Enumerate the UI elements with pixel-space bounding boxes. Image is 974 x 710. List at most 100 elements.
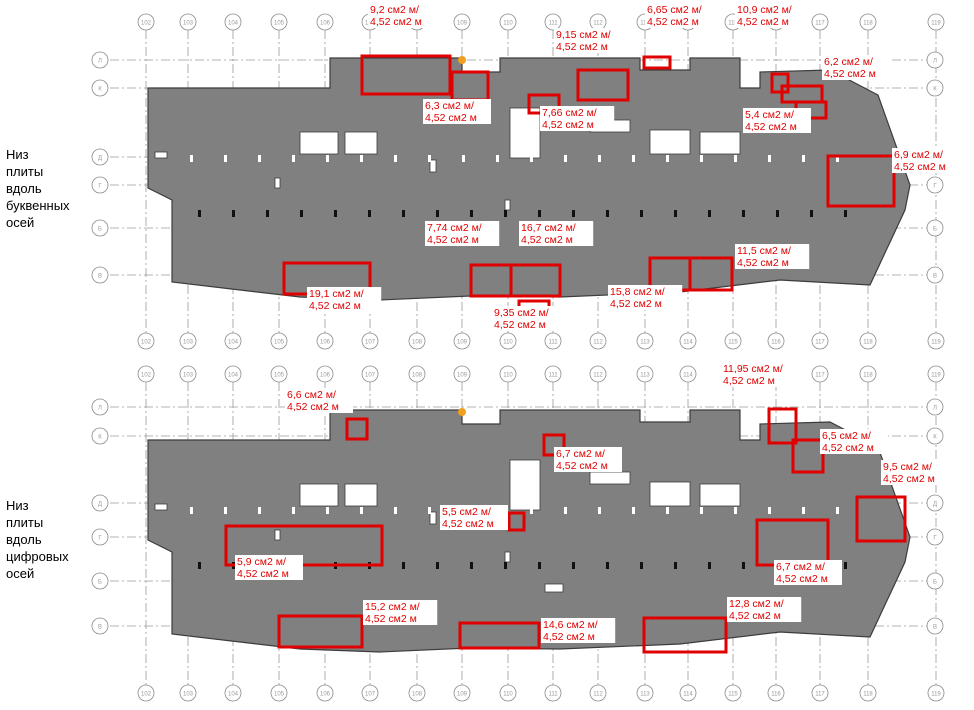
axis-bubble bbox=[811, 332, 829, 350]
annotation-line-1: 5,4 см2 м/ bbox=[745, 109, 794, 121]
axis-bubble bbox=[408, 684, 426, 702]
plan-title-line: осей bbox=[6, 566, 35, 581]
axis-bubble bbox=[91, 398, 109, 416]
annotation-line-1: 9,15 см2 м/ bbox=[556, 29, 611, 41]
reinforcement-zone bbox=[509, 263, 562, 298]
column-void bbox=[326, 155, 329, 162]
annotation-line-1: 11,95 см2 м/ bbox=[723, 363, 783, 375]
axis-bubble-label: 106 bbox=[320, 21, 331, 27]
axis-bubble-label: 117 bbox=[815, 340, 825, 346]
annotation-line-1: 12,8 см2 м/ bbox=[729, 598, 784, 610]
axis-bubble-label: Г bbox=[933, 536, 937, 542]
axis-bubble bbox=[453, 365, 471, 383]
axis-bubble-label: 112 bbox=[593, 340, 603, 346]
plan-title-line: буквенных bbox=[6, 198, 70, 213]
column-mark bbox=[266, 210, 269, 217]
column-void bbox=[564, 155, 567, 162]
column-void bbox=[394, 155, 397, 162]
reinforcement-annotation: 7,66 см2 м/4,52 см2 м bbox=[540, 106, 615, 131]
annotation-line-1: 9,5 см2 м/ bbox=[883, 461, 932, 473]
column-void bbox=[224, 155, 227, 162]
column-void bbox=[734, 155, 737, 162]
axis-bubble bbox=[926, 266, 944, 284]
axis-bubble-label: 105 bbox=[274, 373, 285, 379]
axis-bubble bbox=[499, 365, 517, 383]
axis-bubble-label: 118 bbox=[863, 692, 873, 698]
annotation-line-1: 14,6 см2 м/ bbox=[543, 619, 598, 631]
annotation-line-2: 4,52 см2 м bbox=[556, 41, 608, 53]
axis-bubble-label: 108 bbox=[412, 340, 423, 346]
axis-bubble bbox=[179, 332, 197, 350]
column-mark bbox=[674, 210, 677, 217]
axis-bubble-label: 110 bbox=[503, 21, 513, 27]
axis-bubble bbox=[361, 365, 379, 383]
axis-bubble bbox=[589, 684, 607, 702]
axis-bubble bbox=[408, 365, 426, 383]
annotation-background bbox=[820, 429, 888, 454]
column-void bbox=[496, 155, 499, 162]
column-void bbox=[836, 155, 839, 162]
axis-bubble bbox=[137, 365, 155, 383]
reinforcement-annotation: 5,9 см2 м/4,52 см2 м bbox=[235, 555, 303, 580]
annotation-line-2: 4,52 см2 м bbox=[883, 473, 935, 485]
slab-opening bbox=[154, 151, 168, 159]
annotation-line-1: 11,5 см2 м/ bbox=[737, 245, 791, 257]
axis-bubble bbox=[137, 684, 155, 702]
reinforcement-annotation: 5,4 см2 м/4,52 см2 м bbox=[743, 108, 811, 133]
column-mark bbox=[504, 562, 507, 569]
axis-bubble-label: 105 bbox=[274, 21, 285, 27]
axis-bubble bbox=[91, 51, 109, 69]
axis-bubble-label: 117 bbox=[815, 373, 825, 379]
axis-bubble-label: В bbox=[933, 274, 937, 280]
annotation-line-1: 6,5 см2 м/ bbox=[822, 430, 871, 442]
annotation-line-1: 6,7 см2 м/ bbox=[556, 448, 605, 460]
axis-bubble bbox=[91, 494, 109, 512]
column-void bbox=[394, 507, 397, 514]
annotation-line-1: 7,66 см2 м/ bbox=[542, 107, 597, 119]
column-void bbox=[326, 507, 329, 514]
axis-bubble-label: К bbox=[98, 435, 102, 441]
axis-bubble-label: 115 bbox=[728, 340, 738, 346]
annotation-background bbox=[608, 285, 683, 310]
annotation-line-2: 4,52 см2 м bbox=[365, 613, 417, 625]
axis-bubble bbox=[544, 684, 562, 702]
column-void bbox=[292, 155, 295, 162]
axis-bubble bbox=[679, 684, 697, 702]
axis-bubble bbox=[767, 684, 785, 702]
annotation-line-1: 19,1 см2 м/ bbox=[309, 288, 364, 300]
column-void bbox=[836, 507, 839, 514]
column-void bbox=[700, 155, 703, 162]
axis-bubble-label: 113 bbox=[640, 373, 650, 379]
axis-bubble bbox=[316, 365, 334, 383]
axis-bubble-label: Д bbox=[98, 502, 102, 508]
axis-bubble bbox=[270, 332, 288, 350]
annotation-line-2: 4,52 см2 м bbox=[309, 300, 361, 312]
column-mark bbox=[674, 562, 677, 569]
column-void bbox=[802, 507, 805, 514]
axis-bubble bbox=[926, 51, 944, 69]
slab-opening bbox=[429, 159, 437, 173]
axis-bubble bbox=[926, 219, 944, 237]
column-void bbox=[224, 507, 227, 514]
axis-bubble-label: 103 bbox=[183, 373, 194, 379]
slab-opening bbox=[699, 131, 741, 155]
axis-bubble-label: 113 bbox=[640, 340, 650, 346]
column-void bbox=[598, 507, 601, 514]
column-void bbox=[292, 507, 295, 514]
annotation-line-1: 6,7 см2 м/ bbox=[776, 561, 825, 573]
column-mark bbox=[640, 562, 643, 569]
reinforcement-zone bbox=[791, 438, 825, 474]
axis-bubble-label: 110 bbox=[503, 340, 513, 346]
axis-bubble bbox=[91, 148, 109, 166]
column-void bbox=[360, 155, 363, 162]
axis-bubble bbox=[589, 365, 607, 383]
column-void bbox=[598, 155, 601, 162]
annotation-background bbox=[743, 108, 811, 133]
slab-opening bbox=[429, 511, 437, 525]
axis-bubble-label: 114 bbox=[683, 373, 693, 379]
axis-bubble-label: 114 bbox=[683, 692, 693, 698]
annotation-line-1: 6,9 см2 м/ bbox=[894, 149, 943, 161]
annotation-line-1: 5,5 см2 м/ bbox=[442, 506, 491, 518]
slab-opening bbox=[274, 177, 281, 189]
